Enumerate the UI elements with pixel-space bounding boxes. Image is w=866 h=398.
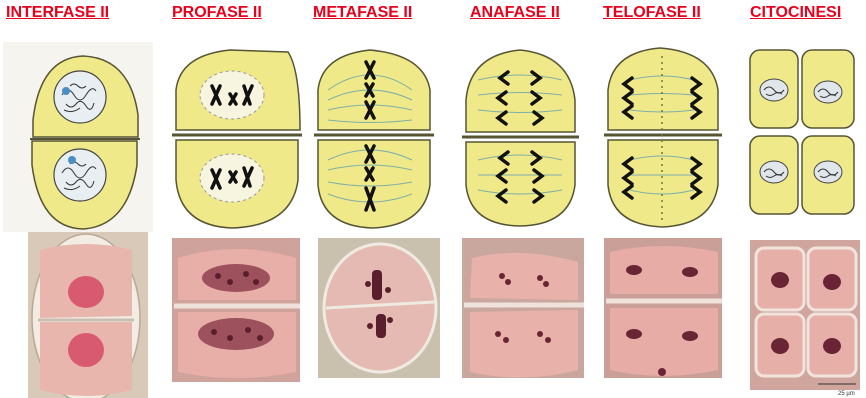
illustration-profase — [172, 50, 302, 228]
illustration-telofase — [604, 48, 722, 227]
micrograph-anafase — [462, 238, 584, 378]
micrograph-metafase — [318, 238, 440, 378]
illustration-anafase — [462, 50, 579, 226]
illustration-interfase — [3, 42, 153, 232]
illustration-citocinesi — [750, 50, 854, 214]
scale-bar-label: 25 µm — [838, 391, 855, 397]
micrograph-profase — [172, 238, 300, 382]
micrograph-interfase — [28, 232, 148, 398]
micrograph-telofase — [604, 238, 722, 378]
micrograph-citocinesi: 25 µm — [750, 240, 860, 397]
illustration-metafase — [314, 50, 434, 228]
